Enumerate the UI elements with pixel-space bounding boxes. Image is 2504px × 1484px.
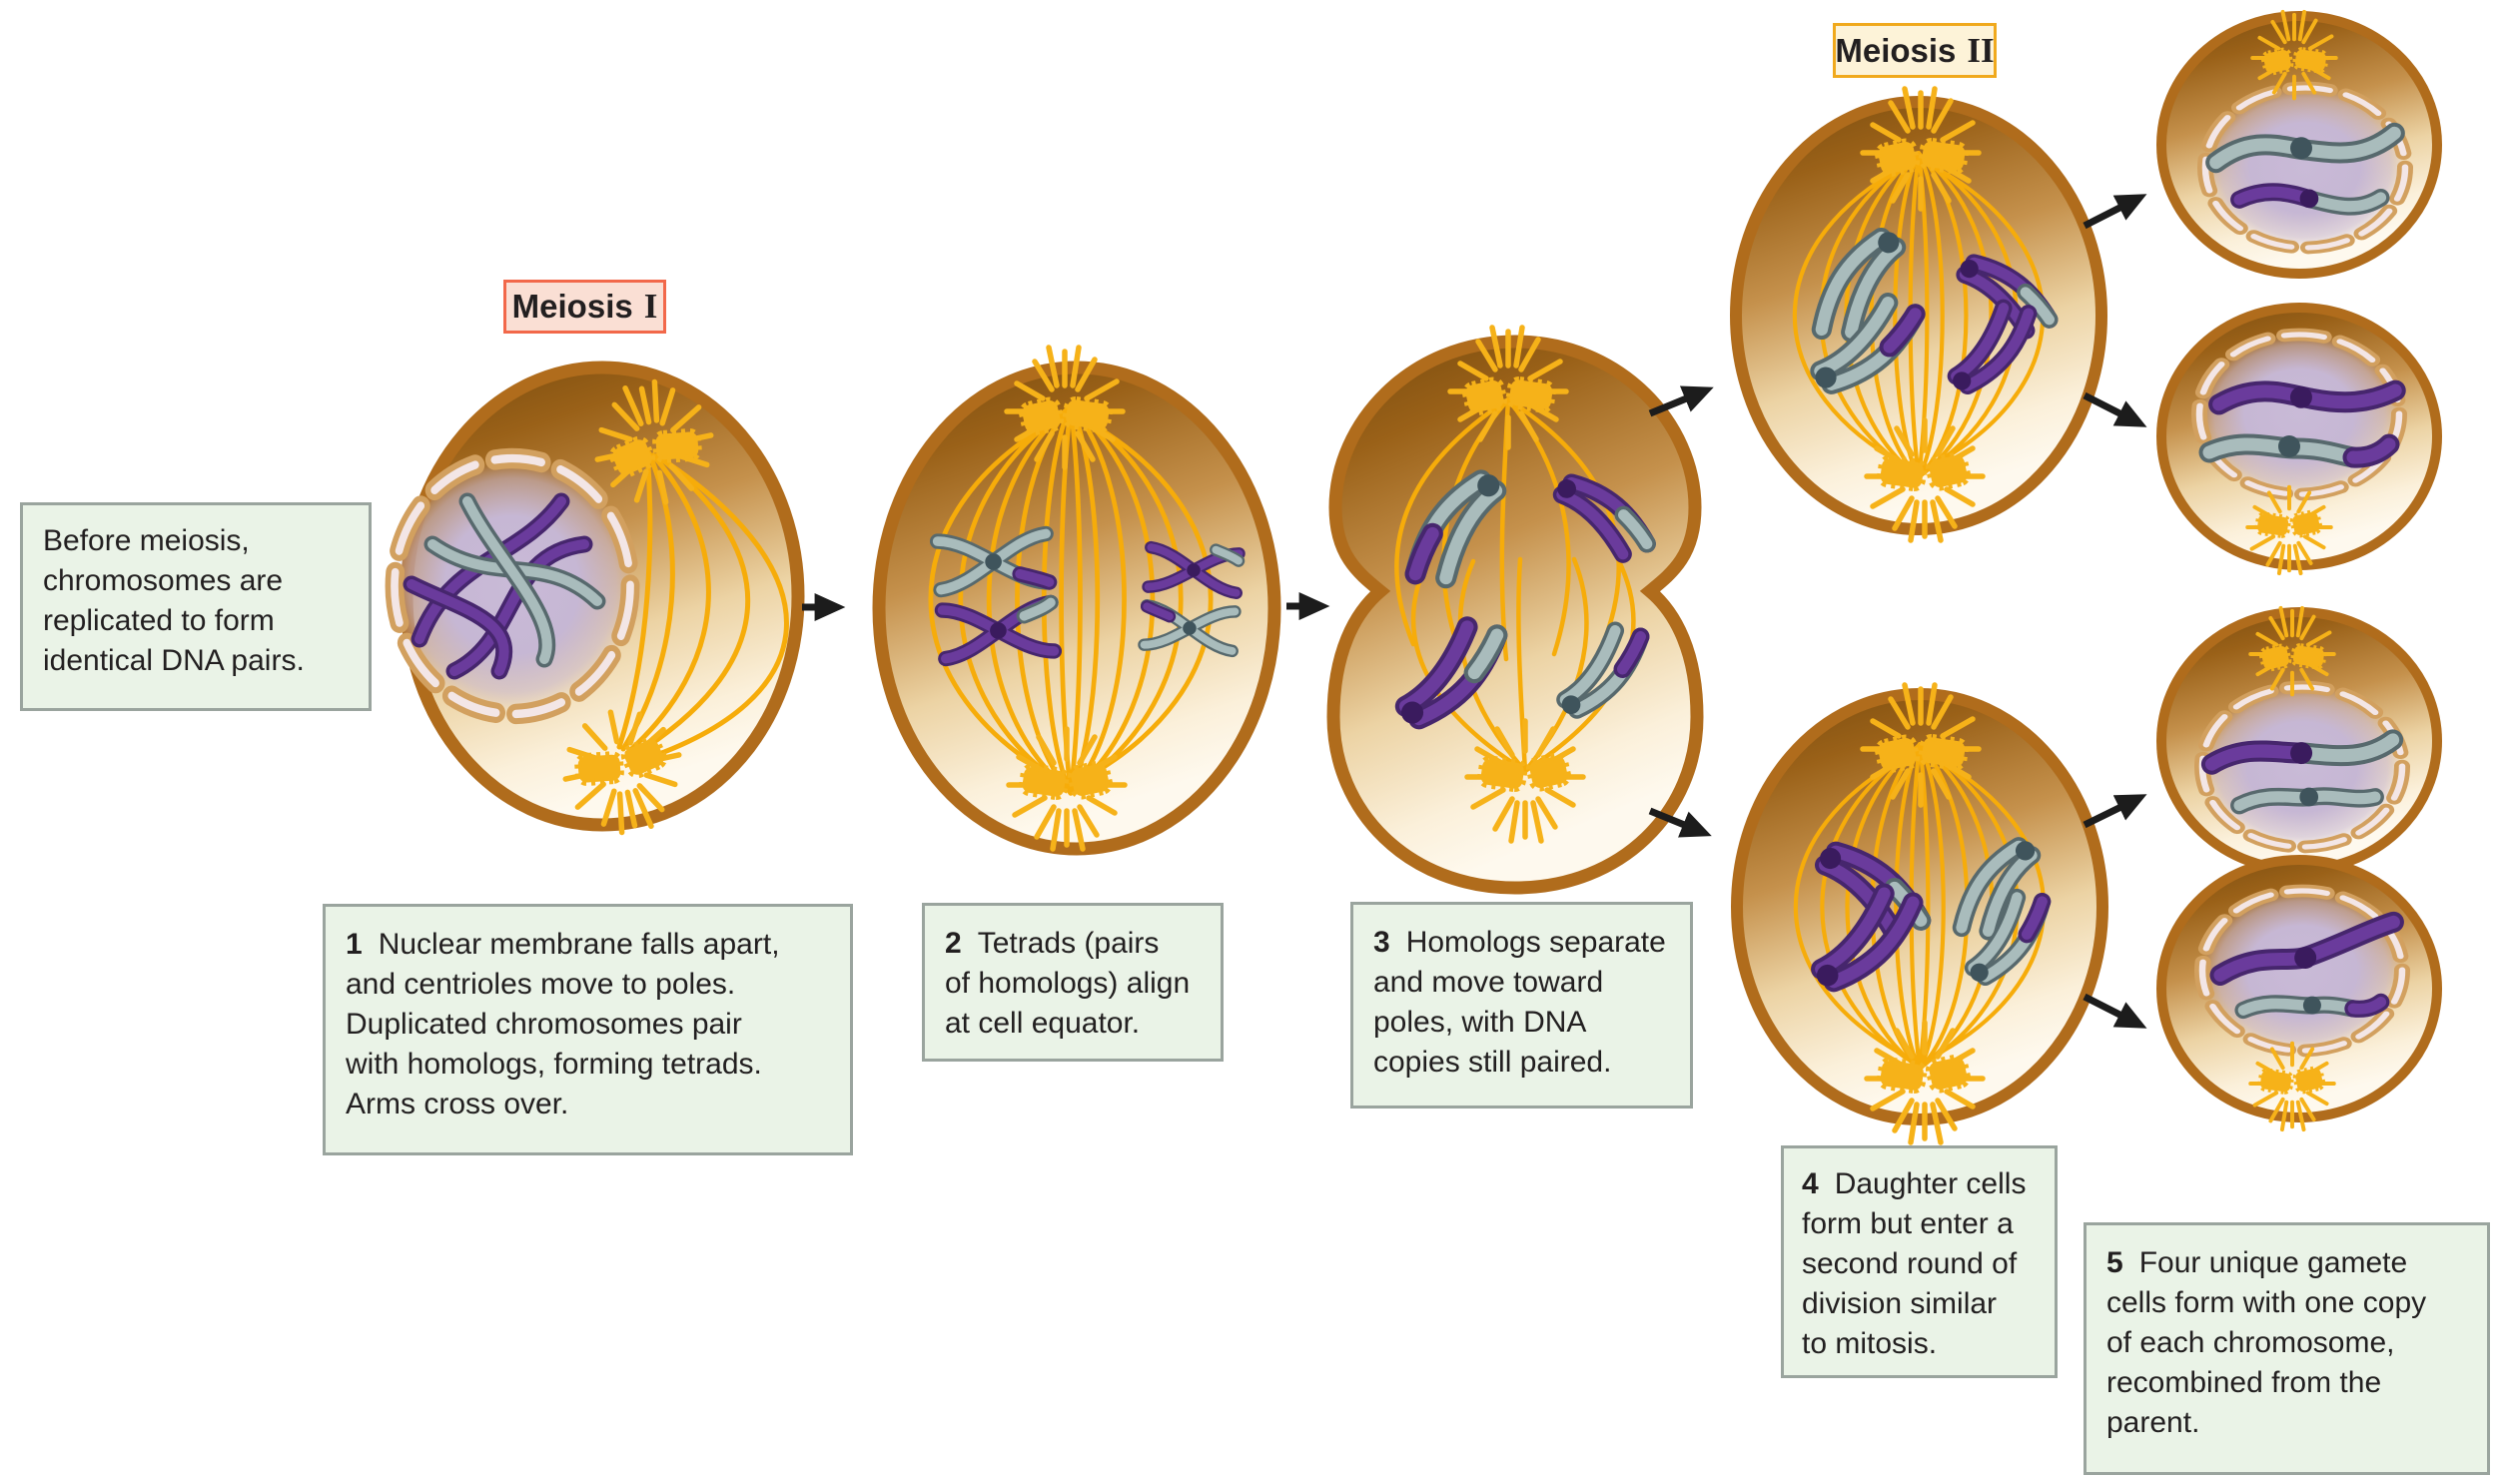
step-4-text: Daughter cells form but enter a second r… bbox=[1802, 1167, 2027, 1360]
chromosome bbox=[2208, 379, 2406, 415]
meiosis-2-label: Meiosis II bbox=[1833, 23, 1997, 78]
gamete-cell-1 bbox=[2156, 12, 2442, 279]
replicated-chromosomes bbox=[403, 492, 606, 680]
flow-arrow bbox=[2083, 794, 2147, 829]
step-1-text: Nuclear membrane falls apart, and centri… bbox=[346, 928, 780, 1120]
meiosis2-cell-top-illustration bbox=[1730, 89, 2107, 540]
step-3-text: Homologs separate and move toward poles,… bbox=[1373, 926, 1666, 1079]
meiosis-2-label-numeral: II bbox=[1967, 30, 1995, 70]
step-2-text: Tetrads (pairs of homologs) align at cel… bbox=[945, 927, 1191, 1040]
chromosome bbox=[2200, 729, 2404, 775]
tetrad bbox=[1144, 545, 1239, 651]
parent-cell-illustration bbox=[391, 361, 805, 842]
step-3-number: 3 bbox=[1373, 926, 1390, 959]
chromosome bbox=[2198, 433, 2400, 468]
tetrad bbox=[938, 533, 1055, 658]
flow-arrow bbox=[1648, 807, 1712, 838]
chromosome bbox=[2209, 911, 2404, 986]
gamete-cell-2 bbox=[2156, 303, 2442, 573]
step-5-text: Four unique gamete cells form with one c… bbox=[2106, 1246, 2427, 1439]
flow-arrow bbox=[2083, 993, 2147, 1029]
step-1-number: 1 bbox=[346, 928, 363, 961]
meiosis-1-label-numeral: I bbox=[643, 287, 658, 326]
meiosis2-cell-bottom-illustration bbox=[1731, 685, 2108, 1142]
flow-arrows bbox=[802, 194, 2147, 1029]
spindle-fibers bbox=[616, 448, 789, 764]
step-5-number: 5 bbox=[2106, 1246, 2123, 1279]
meiosis-2-label-text: Meiosis bbox=[1835, 31, 1957, 69]
gamete-cell-4 bbox=[2156, 855, 2442, 1129]
chromosome bbox=[2205, 122, 2405, 174]
step-4-number: 4 bbox=[1802, 1167, 1819, 1200]
anaphase1-cell-illustration bbox=[1326, 328, 1704, 895]
meiosis-1-label: Meiosis I bbox=[503, 280, 666, 334]
chromosome bbox=[2230, 787, 2384, 815]
flow-arrow bbox=[1648, 385, 1714, 417]
chromosome bbox=[2230, 183, 2390, 216]
intro-note: Before meiosis, chromosomes are replicat… bbox=[20, 502, 372, 711]
flow-arrow bbox=[2083, 391, 2147, 427]
chromosome bbox=[2234, 993, 2390, 1020]
flow-arrow bbox=[2083, 194, 2147, 230]
meiosis-1-label-text: Meiosis bbox=[511, 288, 633, 325]
metaphase1-cell-illustration bbox=[872, 348, 1281, 856]
gamete-cell-3 bbox=[2156, 608, 2442, 875]
step-2-number: 2 bbox=[945, 927, 962, 960]
